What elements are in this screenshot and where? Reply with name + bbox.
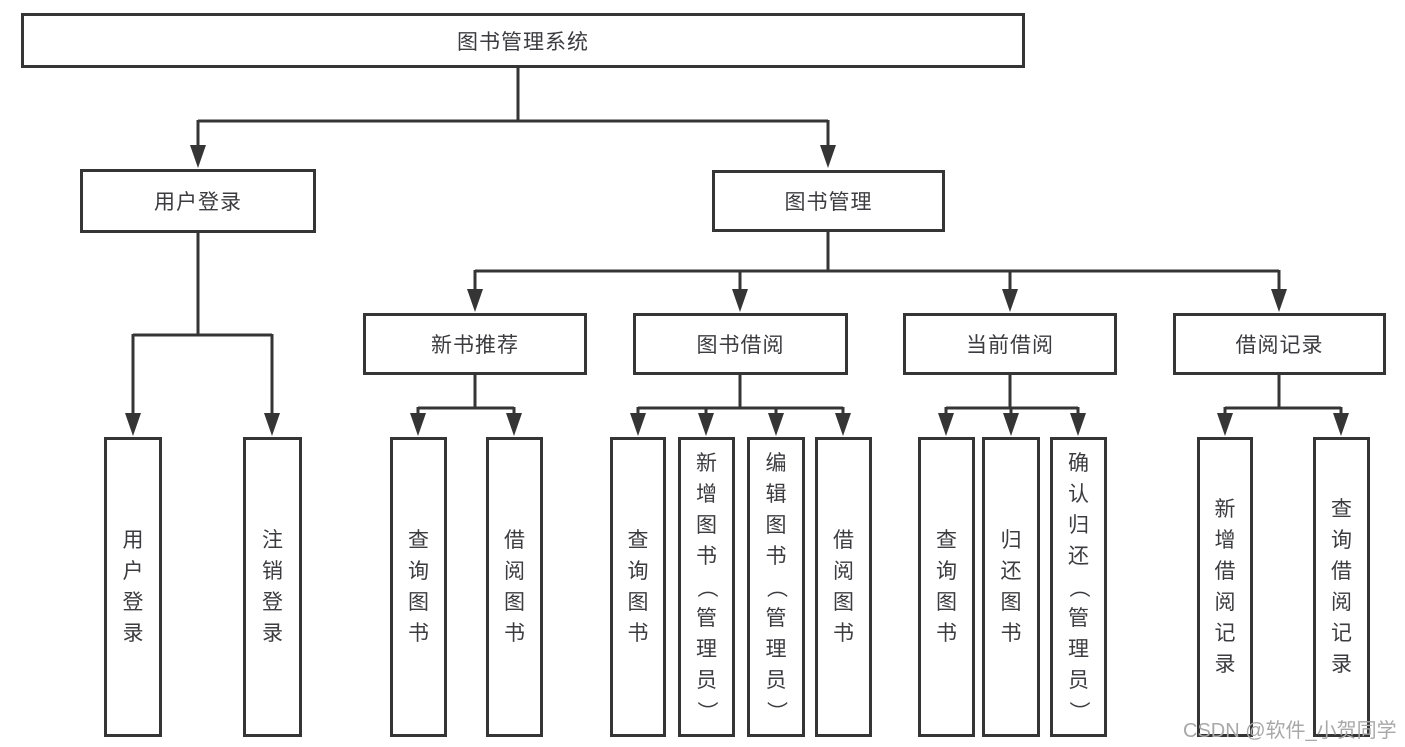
node-book-management: 图书管理 <box>712 170 945 232</box>
leaf-newbooks-query-books: 查询图书 <box>390 437 447 737</box>
arrow-down-icon <box>698 413 714 436</box>
arrow-down-icon <box>1070 413 1086 436</box>
arrow-down-icon <box>1003 413 1019 436</box>
leaf-newbooks-borrow-books: 借阅图书 <box>486 437 543 737</box>
leaf-logout: 注销登录 <box>243 437 302 737</box>
arrow-down-icon <box>768 413 784 436</box>
leaf-borrowing-edit-books-admin: 编辑图书（管理员） <box>747 437 805 737</box>
arrow-down-icon <box>190 145 206 168</box>
leaf-borrowing-query-books: 查询图书 <box>610 437 666 737</box>
leaf-records-add-borrow-record: 新增借阅记录 <box>1197 437 1253 737</box>
leaf-current-query-books: 查询图书 <box>918 437 975 737</box>
arrow-down-icon <box>630 413 646 436</box>
arrow-down-icon <box>1002 289 1018 312</box>
arrow-down-icon <box>125 413 141 436</box>
node-new-book-recommend: 新书推荐 <box>363 313 587 375</box>
arrow-down-icon <box>264 413 280 436</box>
node-book-borrowing: 图书借阅 <box>633 313 848 375</box>
arrow-down-icon <box>467 289 483 312</box>
arrow-down-icon <box>938 413 954 436</box>
arrow-down-icon <box>835 413 851 436</box>
arrow-down-icon <box>1217 413 1233 436</box>
arrow-down-icon <box>820 145 836 168</box>
arrow-down-icon <box>410 413 426 436</box>
arrow-down-icon <box>506 413 522 436</box>
arrow-down-icon <box>1271 289 1287 312</box>
csdn-watermark: CSDN @软件_小贺同学 <box>1183 720 1397 742</box>
leaf-user-login: 用户登录 <box>104 437 162 737</box>
leaf-current-return-books: 归还图书 <box>982 437 1040 737</box>
node-borrowing-records: 借阅记录 <box>1173 313 1386 375</box>
leaf-borrowing-add-books-admin: 新增图书（管理员） <box>678 437 735 737</box>
node-user-login: 用户登录 <box>80 169 316 233</box>
arrow-down-icon <box>1333 413 1349 436</box>
leaf-current-confirm-return-admin: 确认归还（管理员） <box>1050 437 1107 737</box>
arrow-down-icon <box>732 289 748 312</box>
node-current-borrowing: 当前借阅 <box>903 313 1117 375</box>
leaf-borrowing-borrow-books: 借阅图书 <box>815 437 872 737</box>
node-root-library-system: 图书管理系统 <box>21 13 1025 68</box>
leaf-records-query-borrow-record: 查询借阅记录 <box>1313 437 1370 737</box>
